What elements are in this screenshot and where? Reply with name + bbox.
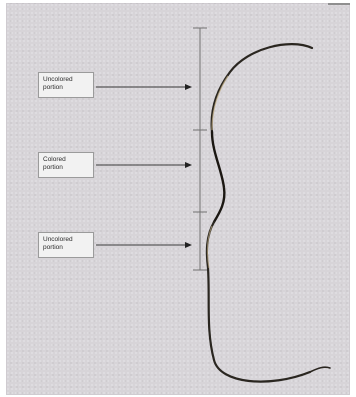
hair-strand-uncolored-bottom (207, 222, 310, 382)
label-uncolored-bottom: Uncolored portion (38, 232, 94, 258)
hair-strand-colored (212, 132, 224, 222)
arrowhead-top (185, 84, 192, 90)
hair-strand-tail (310, 367, 330, 372)
arrowhead-bot (185, 242, 192, 248)
arrowhead-mid (185, 162, 192, 168)
label-uncolored-top: Uncolored portion (38, 72, 94, 98)
label-colored: Colored portion (38, 152, 94, 178)
hair-strand-uncolored-top (212, 44, 312, 132)
